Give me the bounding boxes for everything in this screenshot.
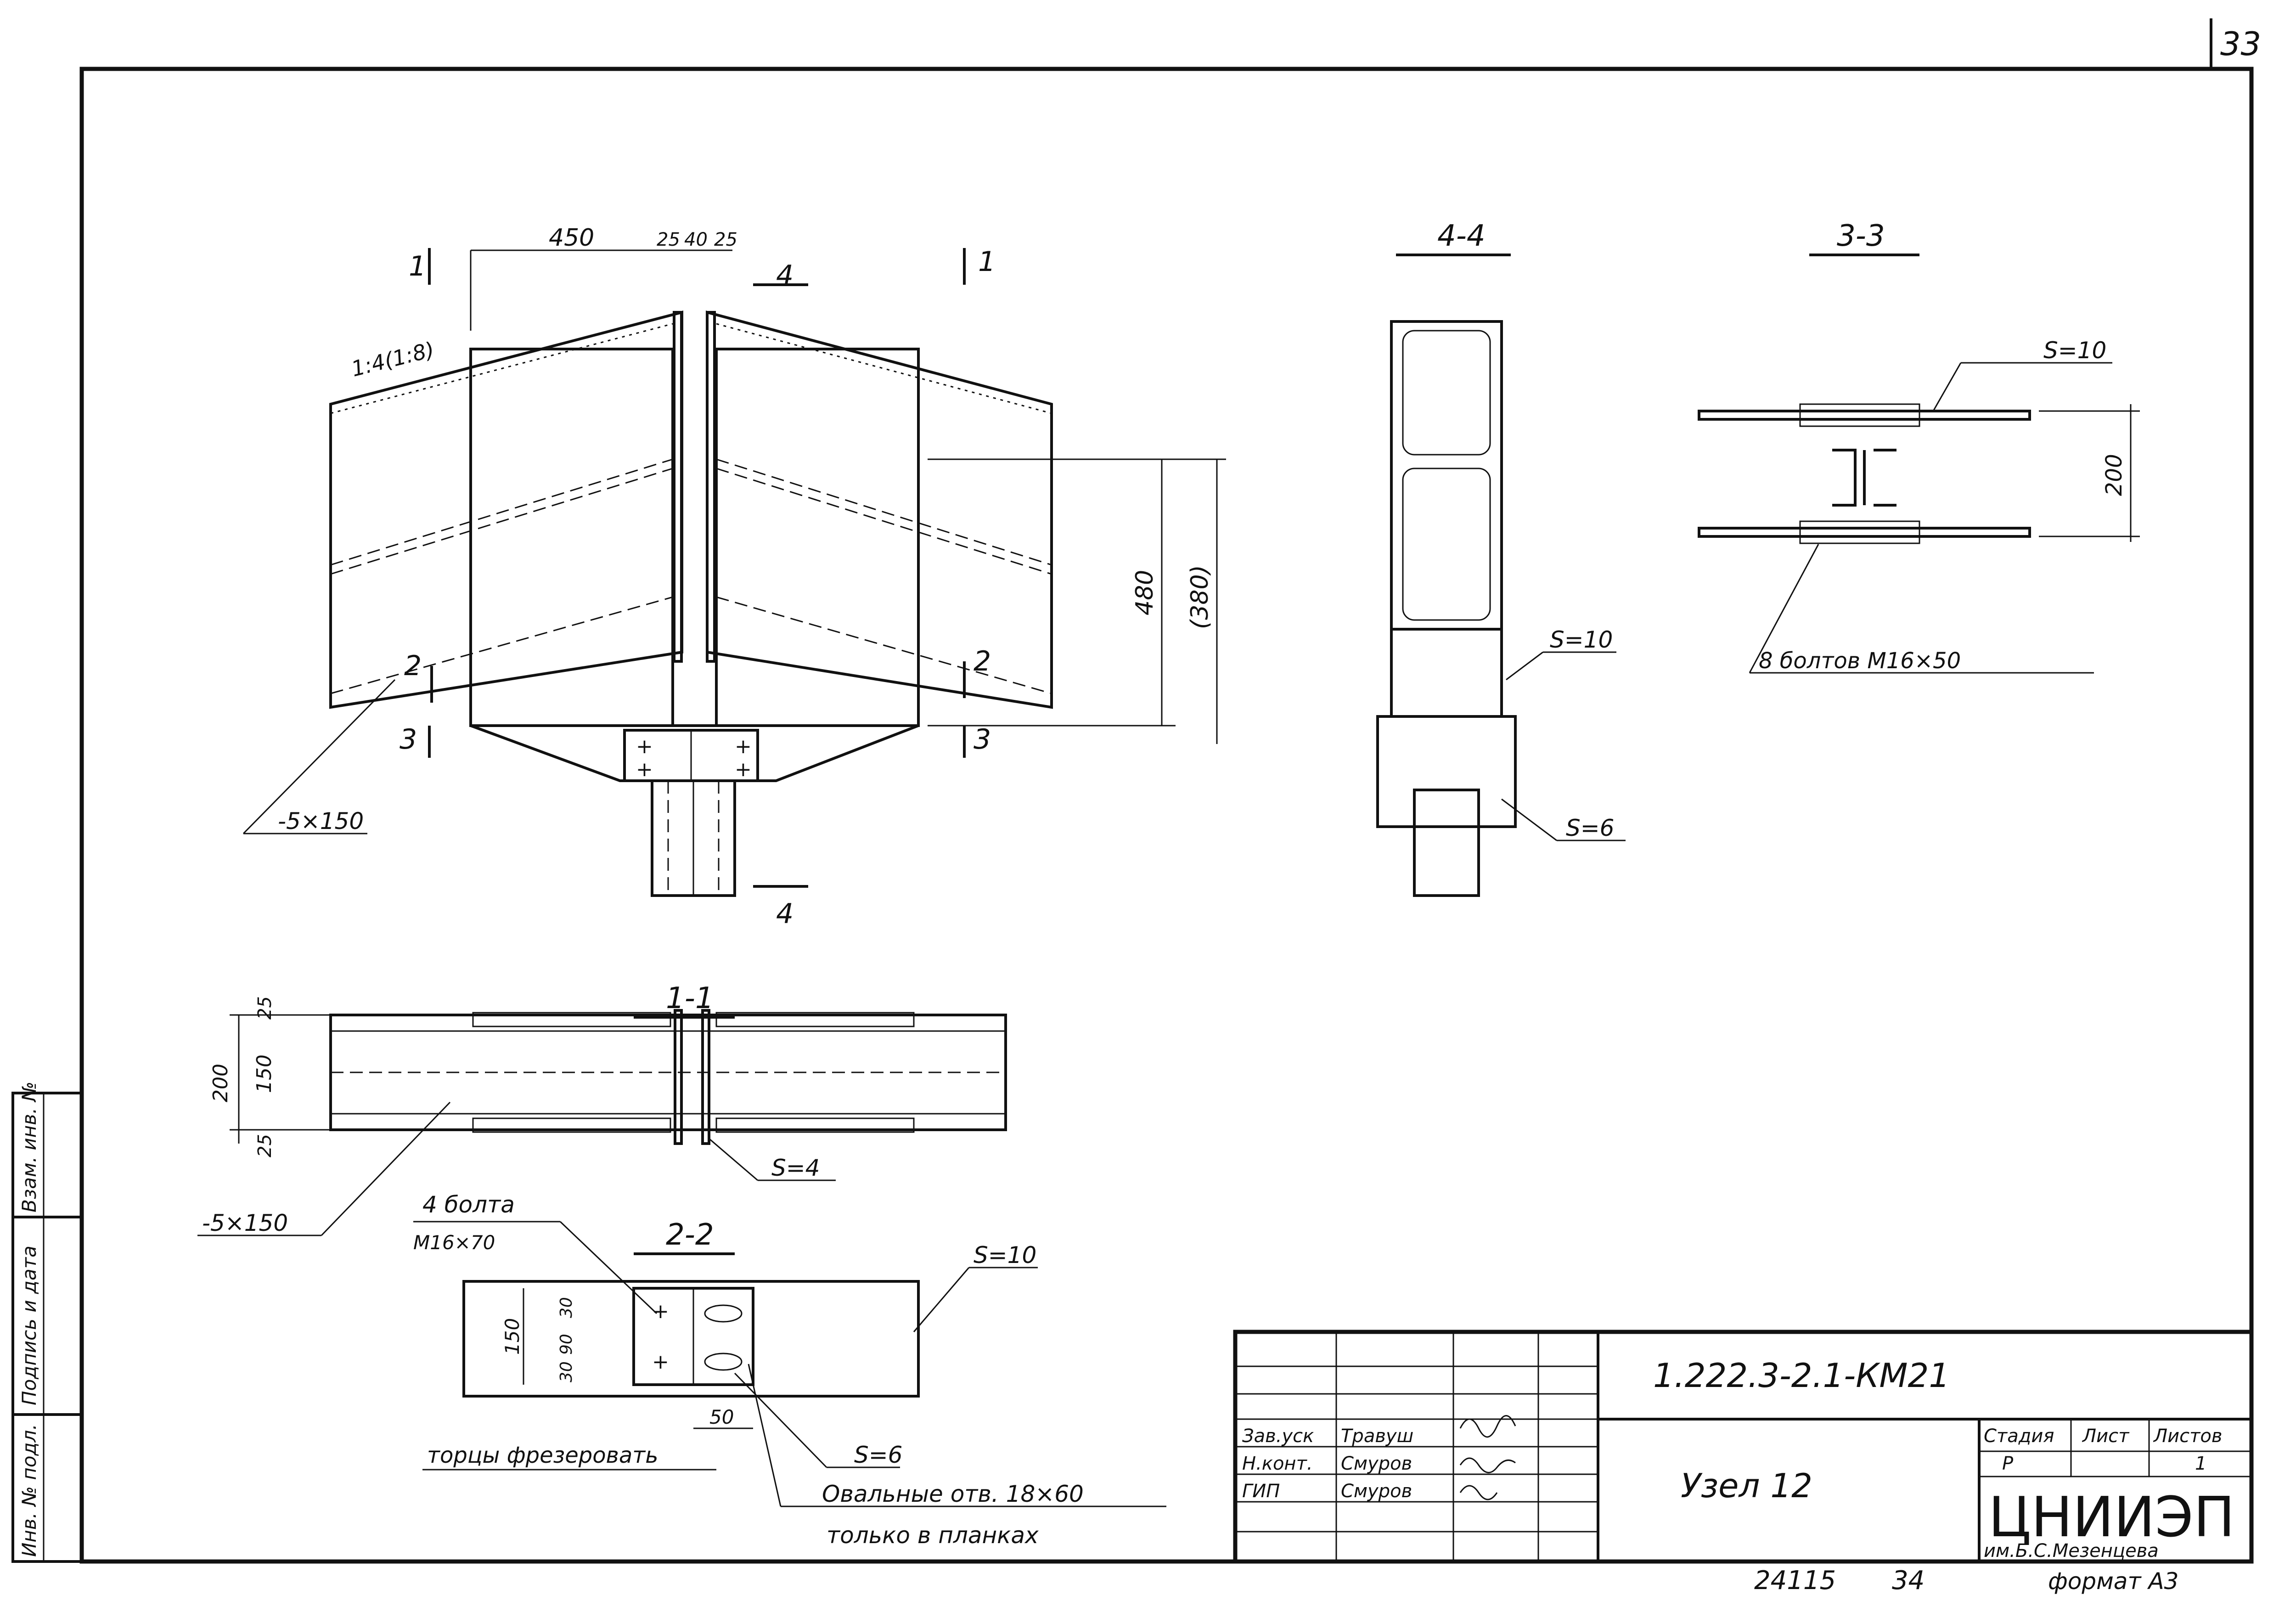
svg-text:+: + xyxy=(636,758,653,781)
dim-450: 450 xyxy=(549,224,594,252)
svg-text:3: 3 xyxy=(400,723,417,755)
dim-40: 40 xyxy=(684,229,708,250)
slope-label: 1:4(1:8) xyxy=(349,337,437,382)
end-plate-right xyxy=(706,311,716,663)
svg-text:2: 2 xyxy=(974,645,991,677)
sec44-s10: S=10 xyxy=(1550,626,1613,653)
sec44-s6: S=6 xyxy=(1566,815,1614,841)
svg-text:+: + xyxy=(735,735,752,758)
sec22-30a: 30 xyxy=(557,1297,576,1318)
sec22-bolts-size: М16×70 xyxy=(413,1231,495,1254)
bottom-num-2: 34 xyxy=(1892,1566,1925,1595)
svg-text:1: 1 xyxy=(409,250,426,282)
side-strip-sign: Подпись и дата xyxy=(18,1246,40,1405)
sec22-bolts: 4 болта xyxy=(422,1191,515,1218)
signature-3 xyxy=(1459,1485,1498,1500)
dim-480: 480 xyxy=(1131,570,1159,615)
title-block: 1.222.3-2.1-КМ21 Узел 12 Стадия Лист Лис… xyxy=(1233,1330,2254,1564)
sec22-note-plates: только в планках xyxy=(827,1522,1039,1549)
section-1-1: 1-1 200 25 150 25 S=4 -5×150 xyxy=(197,981,1007,1236)
sec22-note-face: торцы фрезеровать xyxy=(427,1443,658,1468)
end-plate-left xyxy=(673,311,683,663)
org-sub: им.Б.С.Мезенцева xyxy=(1984,1540,2159,1562)
signature-2 xyxy=(1459,1457,1516,1473)
page-number: 33 xyxy=(2220,25,2261,63)
svg-text:+: + xyxy=(652,1350,669,1374)
name-3: Смуров xyxy=(1341,1481,1412,1502)
side-strip-inv: Инв. № подл. xyxy=(18,1424,40,1557)
org-name: ЦНИИЭП xyxy=(1988,1486,2235,1550)
sec22-title: 2-2 xyxy=(666,1218,714,1252)
svg-text:3: 3 xyxy=(974,723,991,755)
name-2: Смуров xyxy=(1341,1453,1412,1474)
stamp-stage-h: Стадия xyxy=(1984,1426,2054,1447)
main-view: + + + + 450 25 40 25 1:4(1:8) 480 (380) … xyxy=(242,224,1226,930)
svg-text:+: + xyxy=(636,735,653,758)
signature-1 xyxy=(1459,1415,1516,1438)
sec33-200: 200 xyxy=(2101,454,2127,496)
sec44-title: 4-4 xyxy=(1437,219,1486,253)
sec22-150: 150 xyxy=(501,1318,523,1355)
dim-25b: 25 xyxy=(714,229,737,250)
sec11-200: 200 xyxy=(209,1064,232,1102)
side-strip-replace: Взам. инв. № xyxy=(18,1082,40,1212)
sec22-90: 90 xyxy=(557,1334,576,1355)
sec33-s10: S=10 xyxy=(2043,337,2106,364)
stamp-sheets-h: Листов xyxy=(2153,1426,2222,1447)
outer-frame xyxy=(79,67,2254,1564)
doc-code: 1.222.3-2.1-КМ21 xyxy=(1653,1356,1950,1395)
sec11-150: 150 xyxy=(253,1054,276,1093)
stamp-sheet-h: Лист xyxy=(2082,1426,2130,1447)
sheet-title: Узел 12 xyxy=(1681,1466,1812,1505)
sec11-s4: S=4 xyxy=(771,1155,820,1181)
dim-25a: 25 xyxy=(657,229,680,250)
sec22-s10: S=10 xyxy=(974,1242,1036,1268)
sec22-30b: 30 xyxy=(557,1361,576,1382)
side-strip: Инв. № подл. Подпись и дата Взам. инв. № xyxy=(11,1082,83,1563)
section-4-4: 4-4 S=10 S=6 xyxy=(1376,219,1626,897)
sec11-25a: 25 xyxy=(254,996,276,1020)
sec11-25b: 25 xyxy=(254,1134,276,1157)
sec11-plate: -5×150 xyxy=(202,1210,288,1236)
section-2-2: 2-2 + + 150 30 90 30 50 4 болта М16×70 S… xyxy=(413,1191,1166,1549)
bottom-chord xyxy=(470,724,919,782)
sec22-note-holes: Овальные отв. 18×60 xyxy=(822,1481,1084,1507)
dim-380: (380) xyxy=(1186,565,1214,629)
sec33-title: 3-3 xyxy=(1837,219,1885,253)
sec33-bolts: 8 болтов М16×50 xyxy=(1759,648,1961,674)
right-beam xyxy=(706,310,1053,709)
role-2: Н.конт. xyxy=(1242,1453,1313,1474)
role-3: ГИП xyxy=(1242,1481,1280,1502)
plate-label: -5×150 xyxy=(278,808,364,834)
svg-text:1: 1 xyxy=(978,246,996,278)
svg-text:+: + xyxy=(735,758,752,781)
name-1: Травуш xyxy=(1341,1426,1413,1447)
section-3-3: 3-3 200 S=10 8 болтов М16×50 xyxy=(1698,219,2140,674)
svg-text:2: 2 xyxy=(404,650,422,682)
stamp-stage-v: Р xyxy=(2002,1453,2014,1474)
sec22-s6: S=6 xyxy=(854,1442,902,1468)
stamp-sheets-v: 1 xyxy=(2195,1453,2206,1474)
svg-text:4: 4 xyxy=(776,259,793,292)
sec22-50: 50 xyxy=(709,1406,734,1428)
svg-text:4: 4 xyxy=(776,898,793,930)
role-1: Зав.уск xyxy=(1242,1426,1314,1447)
format-label: формат А3 xyxy=(2048,1568,2178,1595)
bottom-num-1: 24115 xyxy=(1754,1566,1836,1595)
